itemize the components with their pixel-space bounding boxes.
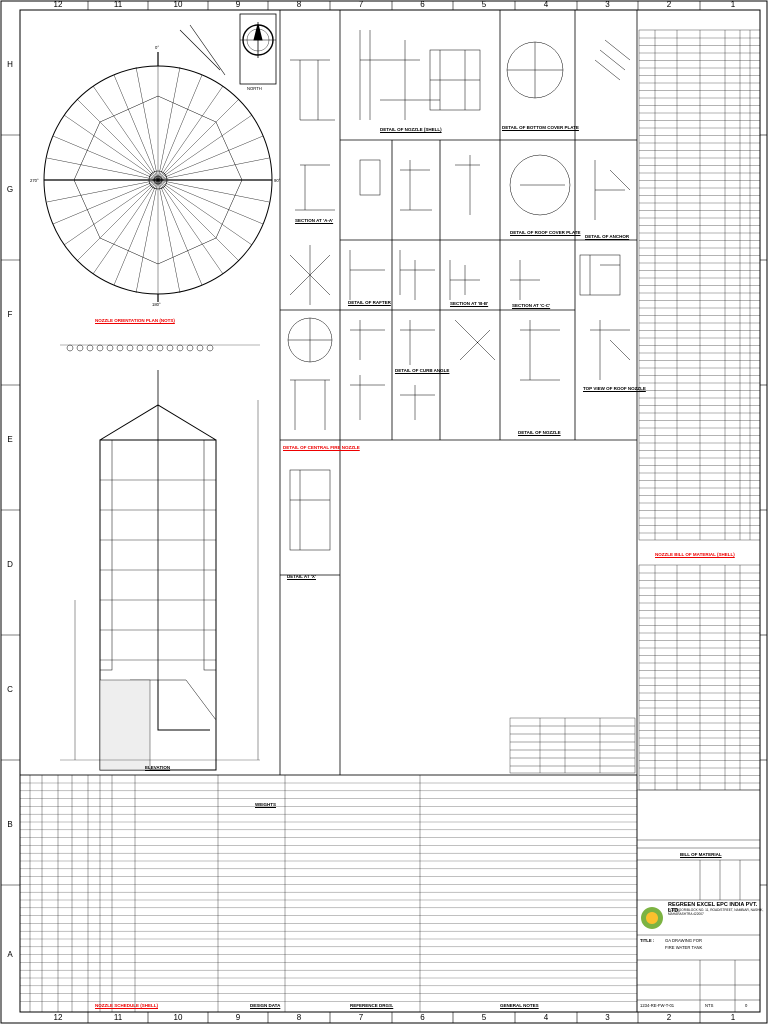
grid-col-8: 8 (296, 0, 302, 9)
grid-col-9: 9 (235, 0, 241, 9)
bom-table-2 (638, 564, 761, 791)
detail-i-caption: SECTION AT 'C-C' (512, 303, 551, 308)
central-nozzle-caption: DETAIL OF CENTRAL FIRE NOZZLE (283, 445, 360, 450)
grid-col-6-b: 6 (420, 1013, 425, 1022)
detail-k-caption: TOP VIEW OF ROOF NOZZLE (583, 386, 646, 391)
small-table (509, 717, 636, 774)
grid-row-g: G (6, 185, 14, 194)
elevation-caption: ELEVATION (145, 765, 171, 770)
bom-rows-2 (639, 572, 760, 784)
grid-col-4-b: 4 (543, 1013, 549, 1022)
detail-x-caption: DETAIL AT 'X' (287, 574, 316, 579)
grid-col-3: 3 (605, 0, 610, 9)
general-notes-caption: GENERAL NOTES (500, 1003, 539, 1008)
grid-col-12: 12 (53, 0, 63, 9)
grid-row-a: A (7, 950, 13, 959)
grid-row-b: B (7, 820, 13, 829)
detail-d-caption: SECTION AT 'A-A' (295, 218, 334, 223)
weights-caption: WEIGHTS (255, 802, 276, 807)
company-name: REGREEN EXCEL EPC INDIA PVT. LTD. (668, 902, 758, 914)
title-line2: FIRE WATER TANK (665, 945, 703, 950)
grid-col-1: 1 (730, 0, 736, 9)
grid-col-7-b: 7 (358, 1013, 364, 1022)
grid-col-11: 11 (113, 0, 123, 9)
grid-col-1-b: 1 (730, 1013, 736, 1022)
grid-row-c: C (7, 685, 13, 694)
grid-row-f: F (7, 310, 13, 319)
detail-a-caption: DETAIL OF NOZZLE (SHELL) (380, 127, 442, 132)
north-arrow (239, 13, 277, 85)
grid-col-2-b: 2 (666, 1013, 672, 1022)
nozzle-orientation-plan (43, 24, 273, 302)
drawing-number: 1234-RE-FW-T-01 (640, 1003, 675, 1008)
detail-drawings (287, 30, 631, 551)
grid-col-10: 10 (173, 0, 183, 9)
schedule-tables (19, 774, 638, 1013)
title-label: TITLE : (640, 938, 655, 943)
detail-c-caption: DETAIL OF ROOF COVER PLATE (510, 230, 581, 235)
reference-drgs-caption: REFERENCE DRGS. (350, 1003, 394, 1008)
grid-col-6: 6 (420, 0, 425, 9)
grid-col-7: 7 (358, 0, 364, 9)
north-label: NORTH (247, 86, 262, 91)
design-data-caption: DESIGN DATA (250, 1003, 281, 1008)
grid-col-2: 2 (666, 0, 672, 9)
bom-title: NOZZLE BILL OF MATERIAL (SHELL) (655, 552, 735, 557)
nozzle-orientation-caption: NOZZLE ORIENTATION PLAN (NOTS) (95, 318, 175, 323)
company-address: FLAT/DOOR/BLOCK NO. 11, ROAD/STREET, NAM… (668, 908, 764, 916)
bom-rows (639, 37, 760, 534)
schedule-rows (20, 782, 637, 1002)
title-line1: GA DRAWING FOR (665, 938, 703, 943)
title-block (636, 789, 761, 1013)
detail-e-caption: DETAIL OF RAFTER (348, 300, 391, 305)
nozzle-schedule-caption: NOZZLE SCHEDULE (SHELL) (95, 1003, 158, 1008)
grid-col-10-b: 10 (173, 1013, 183, 1022)
bom-bottom-label: BILL OF MATERIAL (680, 852, 722, 857)
detail-b-caption: DETAIL OF BOTTOM COVER PLATE (502, 125, 579, 130)
angle-180: 180° (152, 302, 161, 307)
grid-col-11-b: 11 (113, 1013, 123, 1022)
bom-table (638, 29, 761, 541)
grid-col-3-b: 3 (605, 1013, 610, 1022)
grid-col-9-b: 9 (235, 1013, 241, 1022)
detail-g-caption: DETAIL OF ANCHOR (585, 234, 630, 239)
grid-col-8-b: 8 (296, 1013, 302, 1022)
angle-90: 90° (274, 178, 281, 183)
grid-row-e: E (7, 435, 13, 444)
revision: 0 (745, 1003, 748, 1008)
grid-row-d: D (7, 560, 13, 569)
detail-h-caption: DETAIL OF CURB ANGLE (395, 368, 450, 373)
grid-col-5-b: 5 (481, 1013, 487, 1022)
detail-j-caption: DETAIL OF NOZZLE (518, 430, 561, 435)
tank-elevation (60, 344, 260, 771)
grid-col-5: 5 (481, 0, 487, 9)
grid-col-12-b: 12 (53, 1013, 63, 1022)
grid-col-4: 4 (543, 0, 549, 9)
angle-0: 0° (155, 45, 160, 50)
grid-row-h: H (7, 60, 13, 69)
scale-value: NTS (705, 1003, 714, 1008)
detail-f-caption: SECTION AT 'B-B' (450, 301, 489, 306)
angle-270: 270° (30, 178, 39, 183)
